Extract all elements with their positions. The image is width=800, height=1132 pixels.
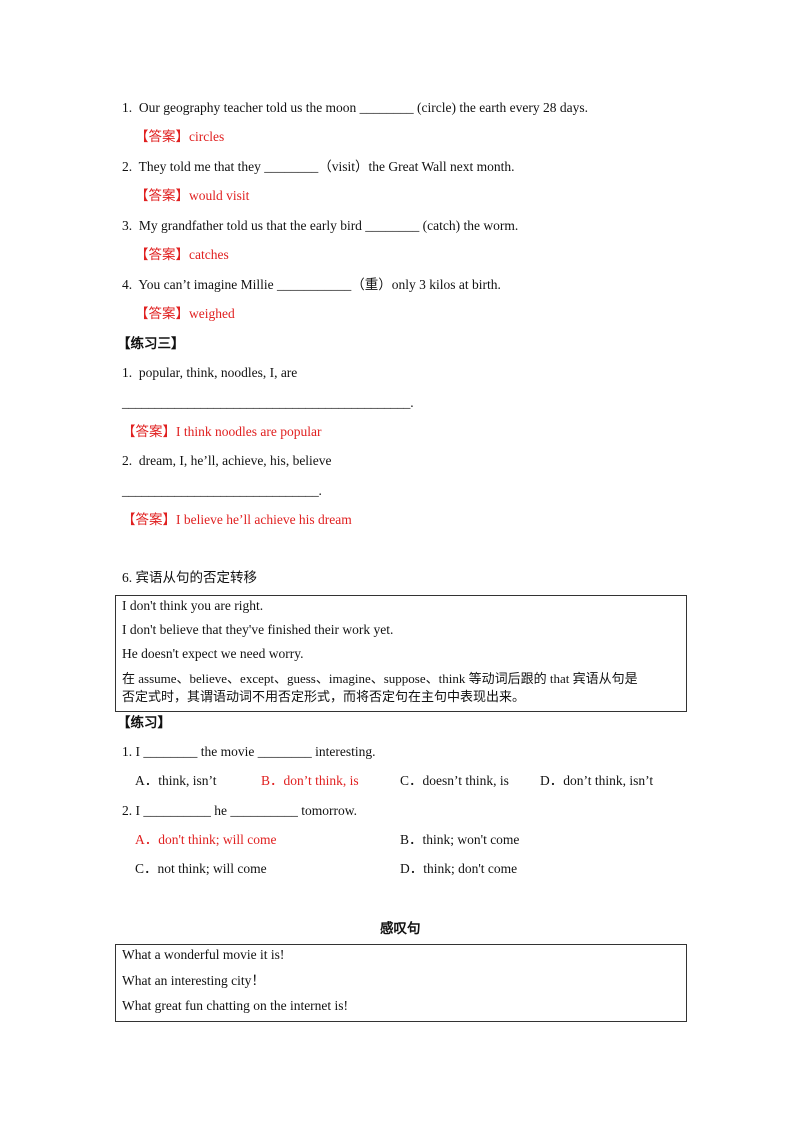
example-line: What an interesting city！ [122, 973, 265, 988]
question-b1: 1. popular, think, noodles, I, are [122, 365, 298, 380]
option-a[interactable]: A．think, isn’t [135, 773, 217, 788]
option-c[interactable]: C．doesn’t think, is [400, 773, 509, 788]
practice-heading: 【练习】 [117, 715, 171, 730]
question-b2: 2. dream, I, he’ll, achieve, his, believ… [122, 453, 332, 468]
example-box: What a wonderful movie it is! What an in… [115, 944, 687, 1022]
answer-3: 【答案】catches [135, 247, 229, 262]
rule-box: I don't think you are right. I don't bel… [115, 595, 687, 712]
option-a-correct[interactable]: A．don't think; will come [135, 832, 277, 847]
option-b-correct[interactable]: B．don’t think, is [261, 773, 359, 788]
option-d[interactable]: D．think; don't come [400, 861, 518, 876]
answer-b2: 【答案】I believe he’ll achieve his dream [122, 512, 352, 527]
question-2: 2. They told me that they ________（visit… [122, 159, 515, 174]
section-title: 6. 宾语从句的否定转移 [122, 570, 257, 585]
option-c[interactable]: C．not think; will come [135, 861, 267, 876]
example-line: What a wonderful movie it is! [122, 947, 285, 962]
mc-question-1: 1. I ________ the movie ________ interes… [122, 744, 376, 759]
answer-4: 【答案】weighed [135, 306, 235, 321]
example-line: I don't think you are right. [122, 598, 264, 613]
rule-text: 在 assume、believe、except、guess、imagine、su… [122, 671, 638, 686]
section-title: 感叹句 [380, 921, 421, 937]
question-3: 3. My grandfather told us that the early… [122, 218, 519, 233]
option-b[interactable]: B．think; won't come [400, 832, 520, 847]
answer-blank-b1: ________________________________________… [122, 395, 414, 410]
example-line: He doesn't expect we need worry. [122, 646, 304, 661]
question-1: 1. Our geography teacher told us the moo… [122, 100, 588, 115]
mc-question-2: 2. I __________ he __________ tomorrow. [122, 803, 357, 818]
answer-2: 【答案】would visit [135, 188, 250, 203]
answer-1: 【答案】circles [135, 129, 225, 144]
rule-text: 否定式时，其谓语动词不用否定形式，而将否定句在主句中表现出来。 [122, 689, 526, 704]
section-heading: 【练习三】 [117, 336, 185, 351]
example-line: What great fun chatting on the internet … [122, 998, 349, 1013]
option-d[interactable]: D．don’t think, isn’t [540, 773, 654, 788]
answer-b1: 【答案】I think noodles are popular [122, 424, 322, 439]
answer-blank-b2: ______________________________. [122, 483, 322, 498]
question-4: 4. You can’t imagine Millie ___________（… [122, 277, 501, 292]
example-line: I don't believe that they've finished th… [122, 622, 394, 637]
